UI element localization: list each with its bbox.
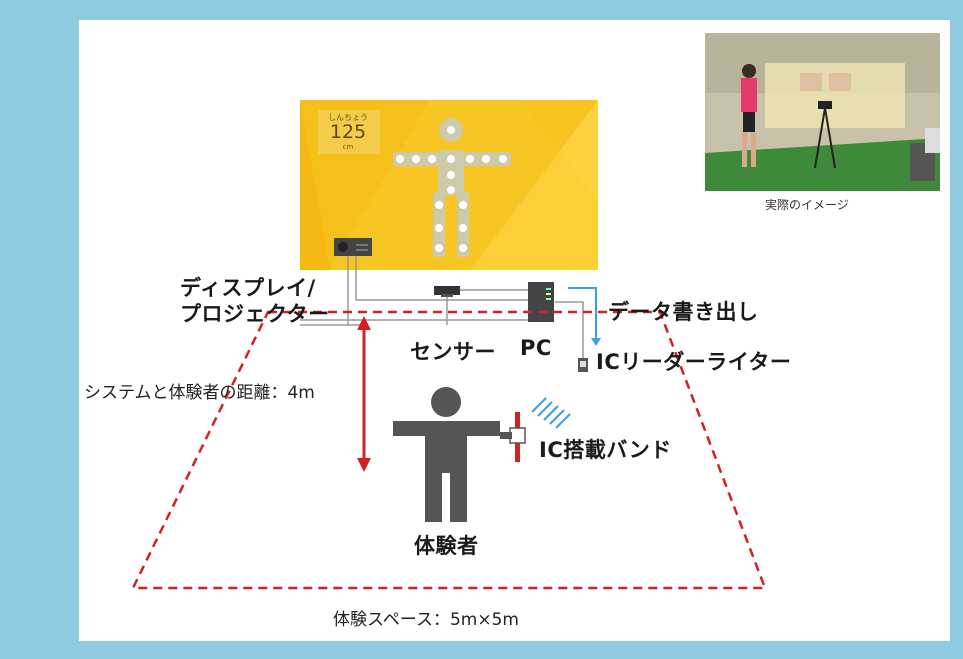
display-projector-label-line1: ディスプレイ/ — [180, 276, 316, 300]
distance-arrow — [357, 316, 371, 472]
pc-tower-icon — [528, 282, 554, 322]
data-export-arrow — [568, 287, 601, 346]
ic-reader-icon — [578, 358, 588, 372]
photo-caption: 実際のイメージ — [765, 198, 849, 212]
height-value: 125 — [329, 121, 367, 143]
projector-icon — [334, 238, 372, 256]
ic-band-icon — [500, 412, 526, 462]
sensor-icon — [434, 286, 460, 297]
skeleton-joints — [396, 126, 507, 252]
ic-reader-writer-label: ICリーダーライター — [596, 350, 792, 374]
distance-label: システムと体験者の距離：4m — [84, 383, 315, 403]
height-unit: cm — [342, 143, 354, 151]
display-projector-label-line2: プロジェクター — [180, 302, 330, 326]
ic-band-label: IC搭載バンド — [539, 438, 672, 462]
wireless-signal-icon — [531, 397, 571, 429]
sensor-label: センサー — [410, 340, 496, 364]
person-icon — [393, 387, 500, 522]
data-export-label: データ書き出し — [608, 300, 759, 324]
pc-label: PC — [520, 336, 552, 360]
cables — [300, 255, 584, 362]
actual-image-photo — [705, 33, 940, 191]
space-label: 体験スペース：5m×5m — [333, 610, 519, 630]
experience-space-boundary — [130, 310, 767, 590]
height-readout-box — [318, 110, 380, 154]
actual-image-illustration — [705, 33, 940, 191]
participant-label: 体験者 — [414, 534, 479, 558]
height-small-label: しんちょう — [328, 113, 368, 122]
